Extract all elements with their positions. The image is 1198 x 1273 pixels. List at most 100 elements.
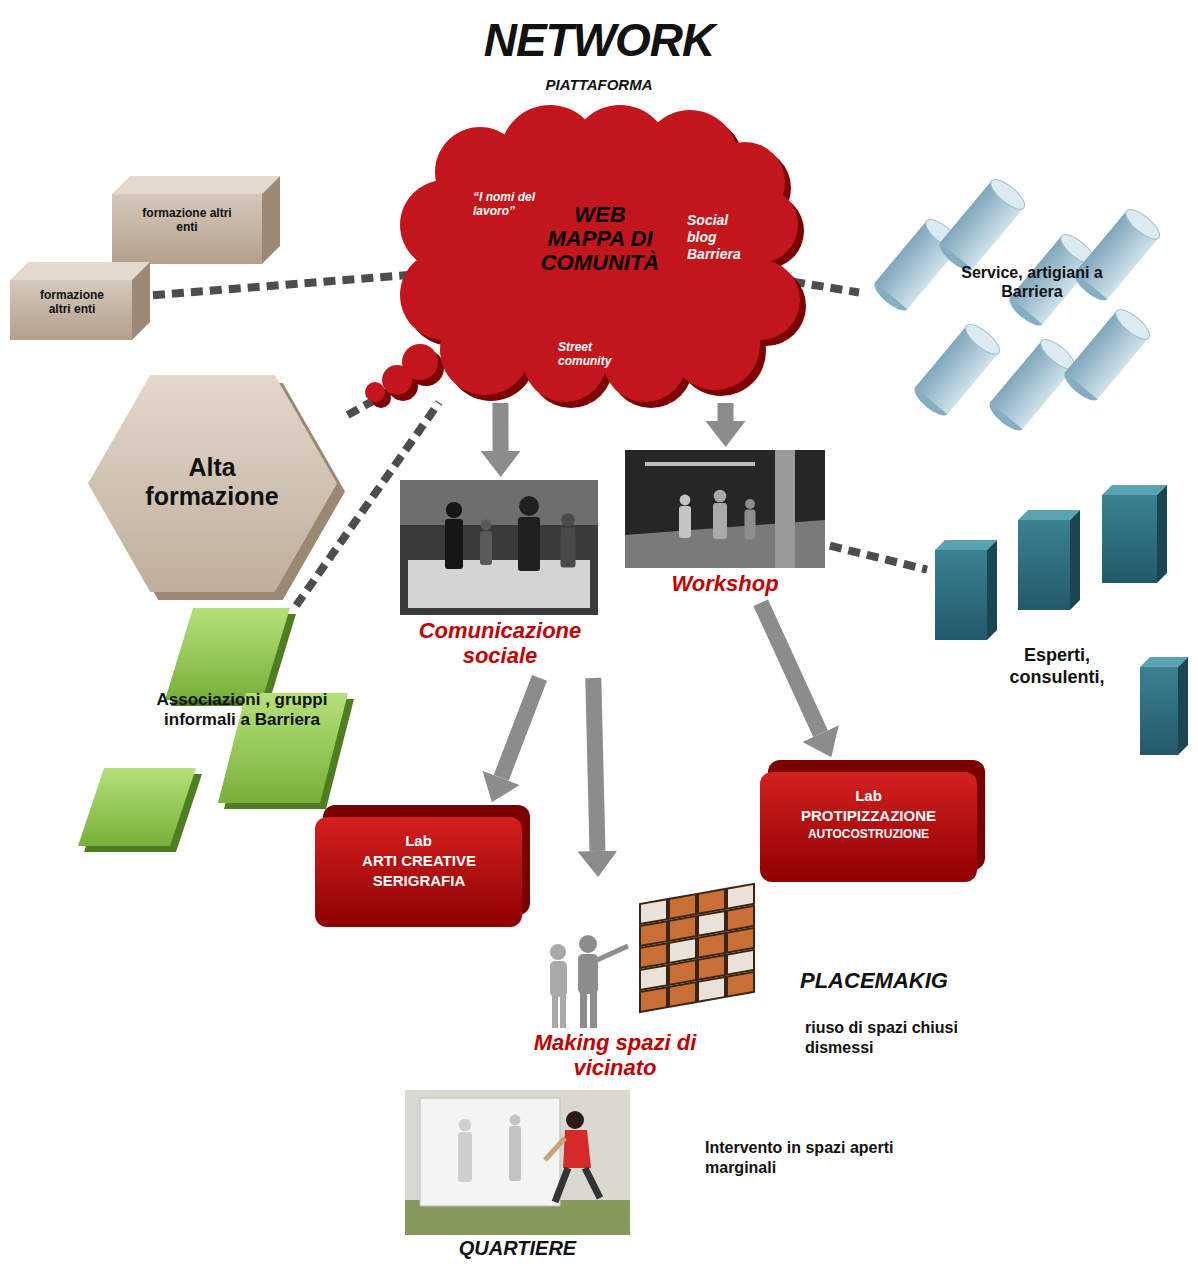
drawing-part: [405, 1090, 630, 1235]
drawing-part: [578, 954, 598, 994]
drawing-part: [400, 480, 598, 615]
photo-node: Comunicazione sociale: [400, 480, 602, 675]
platform-cloud: WEB MAPPA DI COMUNITÀ“I nomi del lavoro”…: [415, 100, 790, 400]
drawing-part: [509, 1126, 521, 1181]
drawing-part: [640, 899, 667, 924]
drawing-part: [669, 960, 696, 985]
node-text: Street comunity: [558, 340, 633, 369]
drawing-part: [727, 884, 754, 909]
drawing-part: [935, 540, 997, 550]
drawing-part: [727, 950, 754, 975]
drawing-part: [580, 992, 587, 1028]
diagram-title: NETWORK: [0, 14, 1198, 67]
drawing-part: [545, 1138, 565, 1160]
drawing-part: [745, 499, 755, 509]
node-text: Making spazi di vicinato: [500, 1030, 730, 1081]
drawing-part: [640, 921, 667, 946]
node-text: Esperti, consulenti,: [992, 645, 1122, 688]
drawing-part: [1060, 305, 1154, 406]
drawing-part: [550, 944, 566, 960]
drawing-part: [78, 768, 196, 846]
node-text: Associazioni , gruppi informali a Barrie…: [136, 690, 348, 731]
drawing-part: [440, 305, 530, 395]
drawing-part: [669, 894, 696, 919]
node-text: “I nomi del lavoro”: [473, 190, 545, 219]
node-shape: [930, 485, 1190, 760]
drawing-part: [365, 105, 800, 402]
drawing-part: [481, 520, 492, 531]
drawing-part: [10, 280, 132, 340]
dashed-link: [830, 546, 927, 570]
drawing-part: [1140, 667, 1178, 755]
drawing-part: [935, 550, 987, 640]
drawing-part: [585, 1168, 600, 1198]
node-text: ARTI CREATIVE SERIGRAFIA: [339, 851, 499, 890]
drawing-part: [446, 502, 462, 518]
drawing-part: [579, 935, 597, 953]
node-text: formazione altri enti: [28, 288, 116, 317]
note-label: PIATTAFORMA: [0, 76, 1198, 94]
drawing-part: [458, 1132, 472, 1182]
placemaking-illustration: Making spazi di vicinato: [500, 880, 760, 1088]
drawing-part: [561, 513, 575, 527]
photo-node: Workshop: [625, 450, 827, 600]
node-text: Comunicazione sociale: [400, 618, 600, 669]
drawing-part: [459, 1119, 472, 1132]
training-block: formazione altri enti: [10, 262, 150, 340]
drawing-part: [775, 450, 795, 568]
drawing-part: [1070, 510, 1080, 610]
node-text: formazione altri enti: [142, 206, 232, 235]
drawing-part: [400, 480, 598, 615]
drawing-part: [1018, 520, 1070, 610]
flow-arrow: [501, 678, 539, 778]
drawing-part: [1178, 657, 1188, 755]
drawing-part: [961, 320, 1003, 359]
drawing-part: [870, 215, 964, 316]
node-text: Workshop: [625, 571, 825, 596]
service-cluster: Service, artigiani a Barriera: [862, 185, 1192, 435]
drawing-part: [669, 982, 696, 1007]
drawing-part: [935, 485, 1188, 755]
drawing-part: [679, 506, 691, 538]
drawing-part: [10, 262, 150, 280]
drawing-part: [597, 946, 628, 960]
drawing-part: [669, 916, 696, 941]
flow-arrow: [593, 678, 597, 851]
drawing-part: [727, 972, 754, 997]
drawing-part: [670, 300, 760, 390]
drawing-part: [1111, 305, 1153, 344]
drawing-part: [935, 175, 1029, 276]
drawing-part: [112, 194, 262, 264]
drawing-part: [560, 995, 566, 1028]
drawing-part: [625, 450, 825, 568]
drawing-part: [315, 817, 522, 927]
drawing-part: [365, 382, 385, 402]
drawing-part: [590, 992, 597, 1028]
drawing-part: [640, 965, 667, 990]
node-shape: [405, 1090, 632, 1262]
drawing-part: [714, 490, 727, 503]
lab-box: LabPROTIPIZZAZIONEAUTOCOSTRUZIONE: [760, 760, 985, 882]
node-text: Social blog Barriera: [687, 212, 751, 262]
note-label: PLACEMAKIG: [800, 968, 1000, 993]
node-text: Alta formazione: [132, 453, 292, 511]
drawing-part: [563, 1130, 591, 1168]
drawing-part: [552, 995, 558, 1028]
drawing-part: [713, 503, 727, 539]
experts-cluster: Esperti, consulenti,: [930, 485, 1190, 760]
drawing-part: [640, 884, 754, 1012]
training-block: formazione altri enti: [112, 176, 280, 264]
dashed-link: [153, 275, 412, 295]
drawing-part: [1121, 205, 1163, 244]
drawing-part: [645, 462, 755, 466]
drawing-part: [218, 693, 348, 803]
drawing-part: [698, 889, 725, 914]
drawing-part: [518, 517, 540, 571]
drawing-part: [566, 1111, 584, 1129]
drawing-part: [1102, 495, 1157, 583]
drawing-part: [132, 262, 150, 340]
drawing-part: [640, 943, 667, 968]
node-text: QUARTIERE: [405, 1237, 630, 1260]
drawing-part: [985, 335, 1079, 436]
